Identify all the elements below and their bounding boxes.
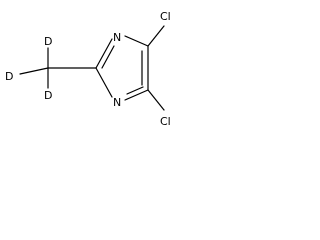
bond-n1-c6 bbox=[124, 89, 149, 101]
atom-n3-label: N bbox=[113, 31, 121, 44]
atom-cl-bottom-label: Cl bbox=[160, 115, 171, 128]
bond-c4-n3 bbox=[124, 35, 149, 47]
atom-d-bottom-label: D bbox=[44, 89, 52, 102]
bonds bbox=[19, 25, 165, 111]
atom-n1-label: N bbox=[113, 96, 121, 109]
bond-c2-n1 bbox=[95, 67, 113, 98]
bond-c6-cl bbox=[147, 89, 165, 111]
bond-n3-c2-inner bbox=[101, 45, 115, 69]
bond-n3-c2 bbox=[95, 38, 113, 69]
atom-labels: N N Cl Cl D D D bbox=[5, 10, 171, 128]
atom-d-top-label: D bbox=[44, 35, 52, 48]
atom-d-left-label: D bbox=[5, 70, 13, 83]
bond-n1-c6-inner bbox=[126, 86, 144, 95]
atom-cl-top-label: Cl bbox=[160, 10, 171, 23]
bond-c-d-left bbox=[19, 67, 49, 75]
bond-c4-cl bbox=[147, 25, 165, 47]
molecule-structure: N N Cl Cl D D D bbox=[5, 10, 171, 128]
